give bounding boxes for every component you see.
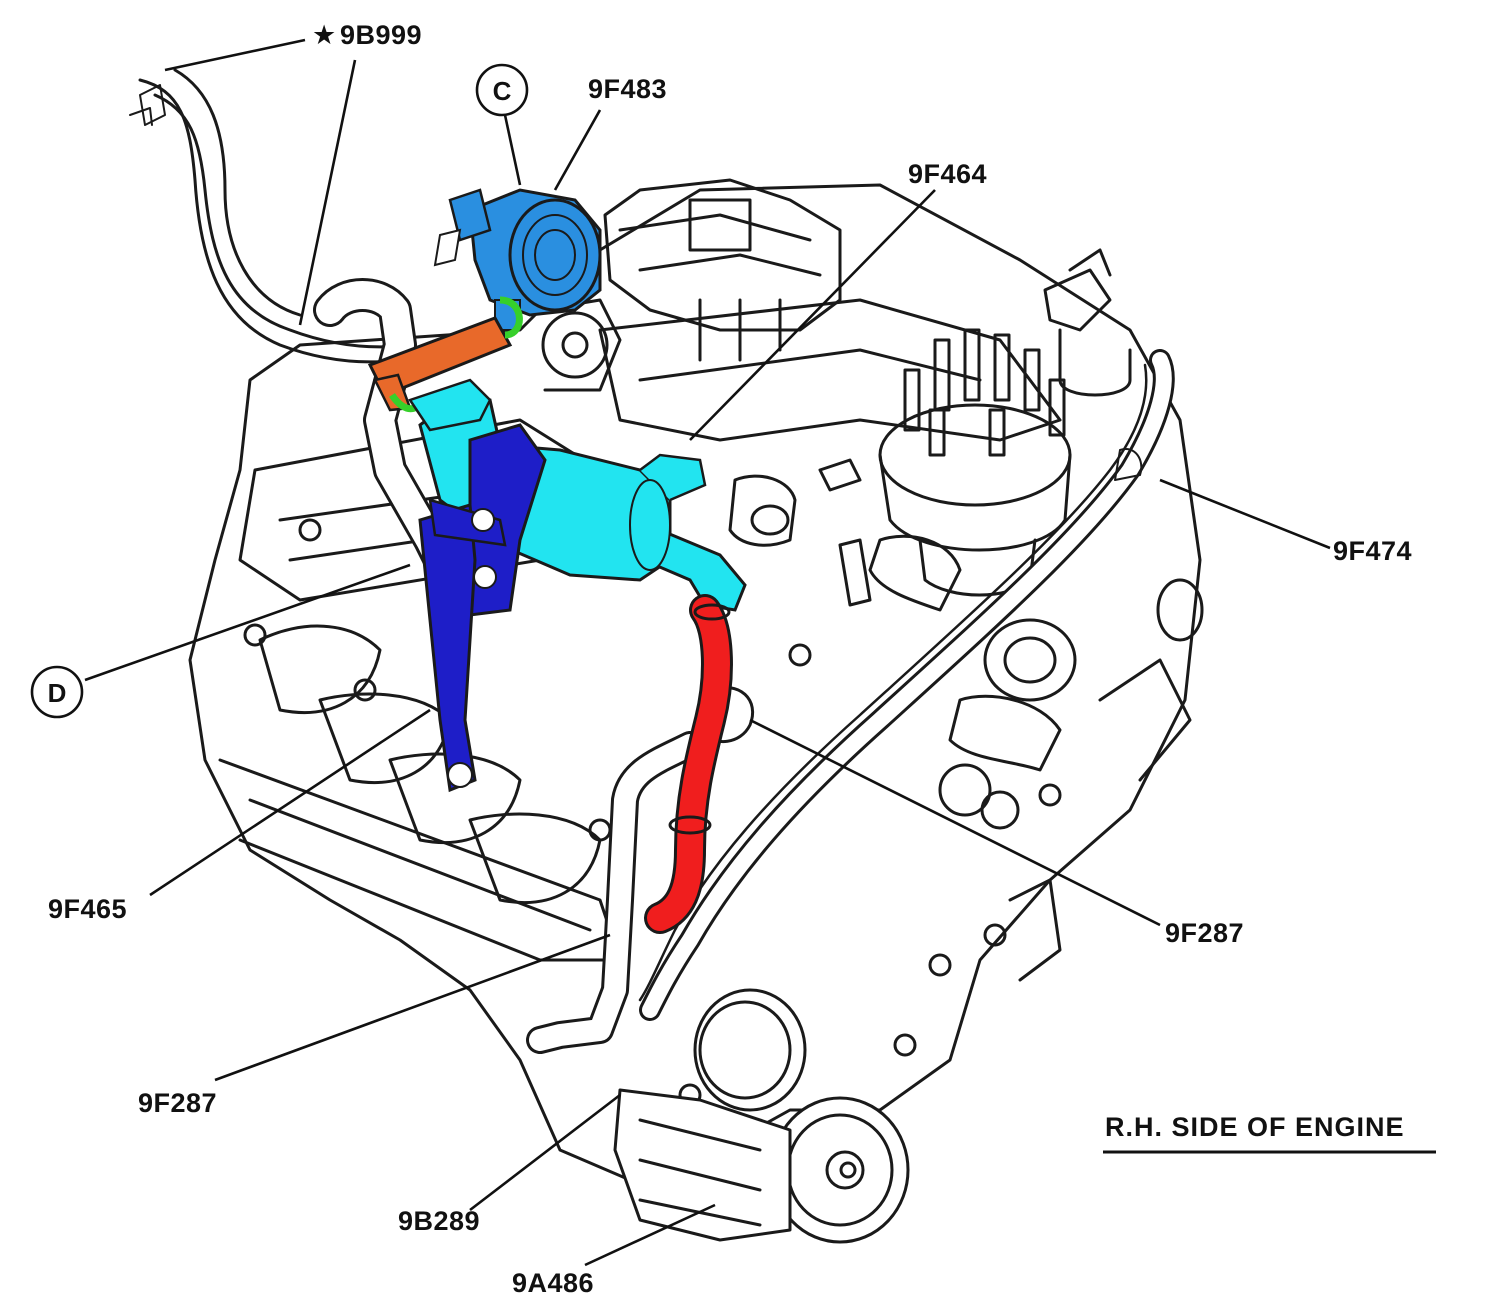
label-9a486: 9A486 — [512, 1268, 594, 1298]
air-manifold-tubes — [638, 349, 1175, 1021]
leader-lines — [84, 38, 1331, 1267]
cyan-check-valve — [408, 378, 747, 612]
callout-d-letter: D — [48, 678, 67, 708]
green-clamp-upper — [499, 296, 523, 339]
callout-c-letter: C — [493, 76, 512, 106]
engine-block-outline — [188, 178, 1204, 1182]
red-hose — [644, 594, 733, 934]
title-text: R.H. SIDE OF ENGINE — [1105, 1112, 1405, 1142]
idler-pulley — [693, 988, 807, 1112]
vacuum-lines-top-left — [129, 68, 412, 364]
label-9f474: 9F474 — [1333, 536, 1412, 566]
bracket — [418, 423, 547, 793]
air-supply-hose — [313, 278, 477, 617]
label-9f287-left: 9F287 — [138, 1088, 217, 1118]
callout-d: D — [30, 665, 84, 719]
air-pump-body — [613, 1088, 792, 1242]
label-9f465: 9F465 — [48, 894, 127, 924]
diagram-title: R.H. SIDE OF ENGINE — [1103, 1112, 1436, 1154]
label-9b289: 9B289 — [398, 1206, 480, 1236]
label-9f483: 9F483 — [588, 74, 667, 104]
label-9f464: 9F464 — [908, 159, 987, 189]
label-9f287-right: 9F287 — [1165, 918, 1244, 948]
callout-c: C — [475, 63, 529, 117]
distributor-towers — [903, 328, 1066, 457]
label-9b999: 9B999 — [340, 20, 422, 50]
crank-pulley — [770, 1096, 910, 1244]
star-marker: ★ — [312, 20, 337, 50]
